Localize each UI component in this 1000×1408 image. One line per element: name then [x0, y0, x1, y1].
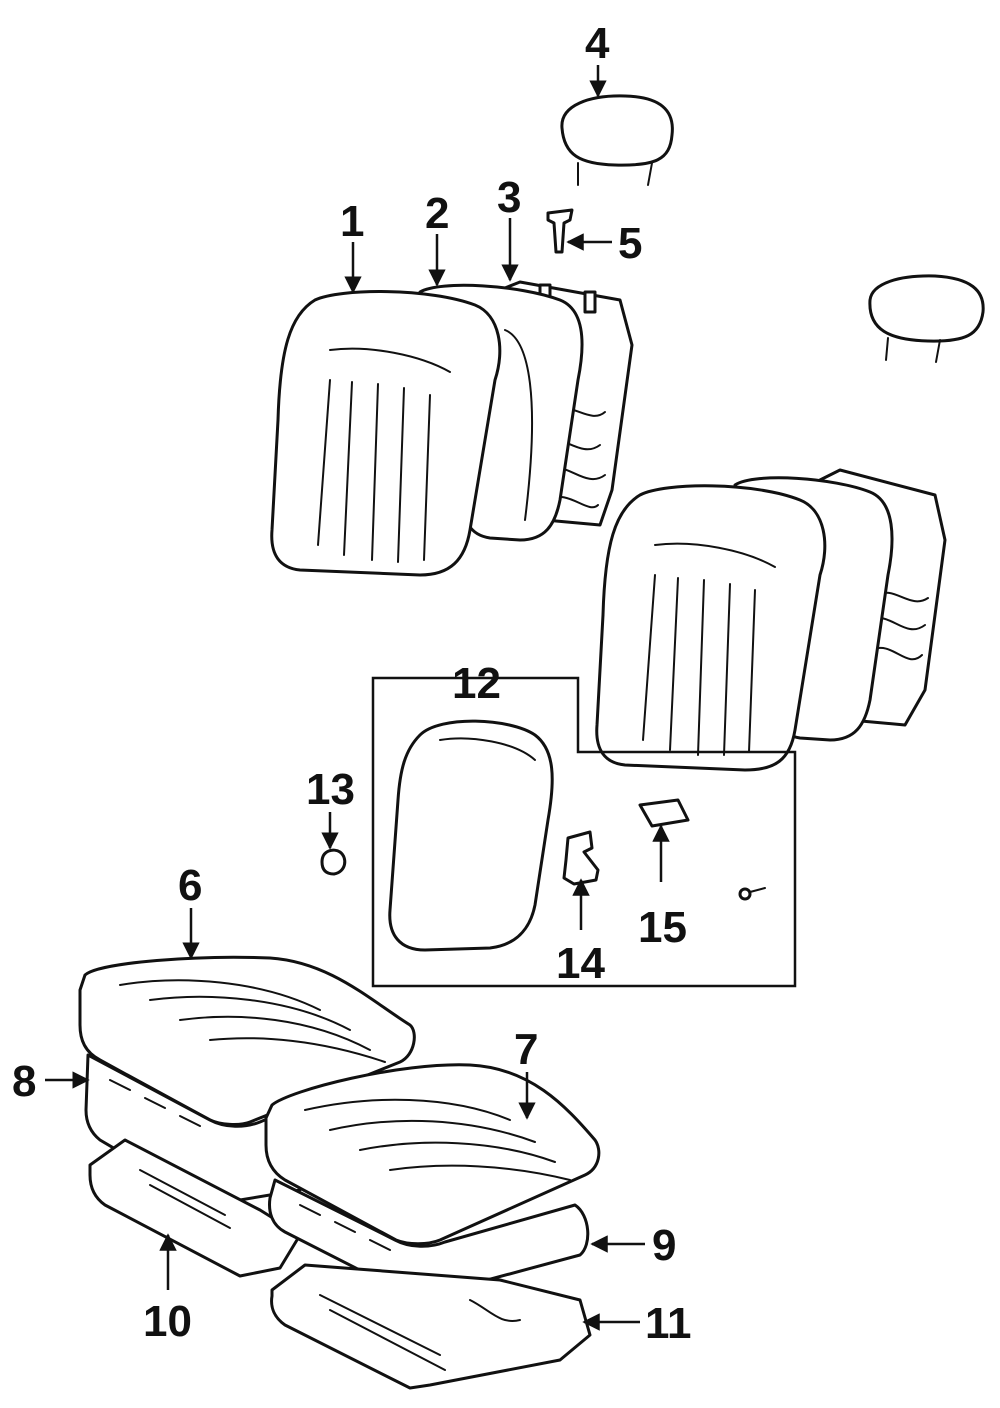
callout-11: 11: [645, 1299, 692, 1348]
armrest-bracket: [562, 830, 600, 886]
callout-15: 15: [638, 903, 687, 952]
seat-cushion-cover-right: [264, 1063, 601, 1246]
callout-9: 9: [652, 1221, 676, 1270]
armrest-assembly-box: [371, 676, 797, 988]
callout-13: 13: [306, 765, 355, 814]
callout-5: 5: [618, 219, 642, 268]
callout-10: 10: [143, 1297, 192, 1346]
callout-8: 8: [12, 1057, 36, 1106]
callout-14: 14: [556, 939, 605, 988]
callout-2: 2: [425, 189, 449, 238]
leader-lines: [45, 65, 670, 1331]
callout-1: 1: [340, 197, 364, 246]
seat-cushion-pad-right: [268, 1178, 590, 1295]
callout-4: 4: [585, 19, 610, 68]
headrest: [560, 94, 674, 186]
callout-numbers: 1 2 3 4 5 6 7 8 9 10 11 12 13 14 15: [12, 19, 692, 1348]
callout-7: 7: [514, 1025, 538, 1074]
callout-3: 3: [497, 173, 521, 222]
seat-frame-left: [88, 1138, 302, 1278]
seat-back-cover: [270, 290, 502, 577]
armrest-cap: [638, 798, 690, 828]
seat-frame-right: [270, 1263, 592, 1390]
seat-back-assembly-right: [595, 274, 985, 772]
clip: [320, 848, 347, 876]
screw: [738, 887, 766, 901]
armrest-pad: [388, 719, 554, 952]
headrest-guide: [546, 208, 574, 254]
callout-6: 6: [178, 861, 202, 910]
callout-12: 12: [452, 659, 501, 708]
